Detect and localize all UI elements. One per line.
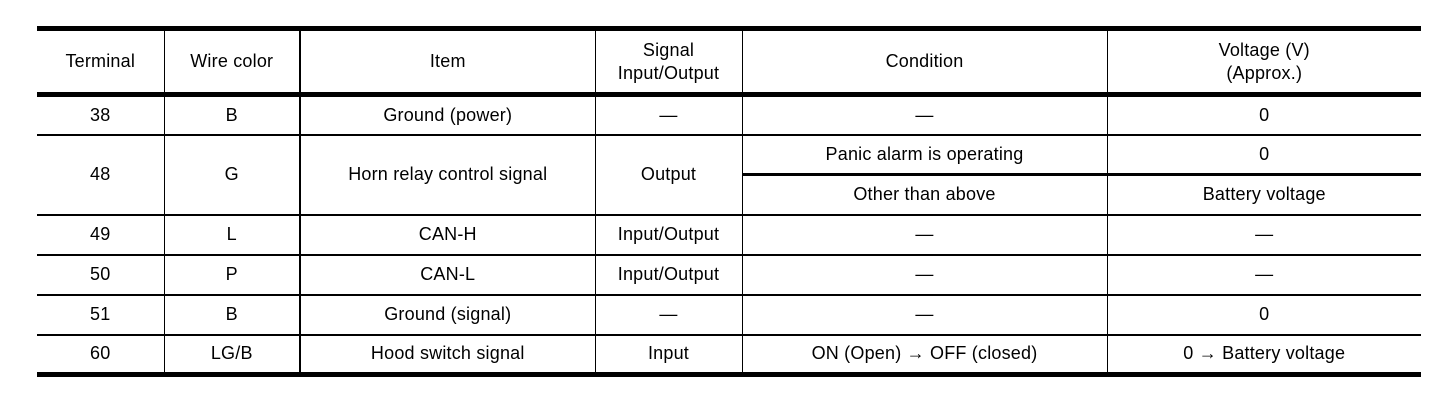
- voltage-cell: 0: [1106, 94, 1421, 135]
- voltage-header-line1: Voltage (V): [1218, 39, 1310, 60]
- column-header-terminal: Terminal: [37, 28, 164, 95]
- terminal-cell: 48: [37, 134, 164, 215]
- terminal-cell: 60: [37, 334, 164, 375]
- column-header-signal: Signal Input/Output: [594, 28, 742, 95]
- row-terminal-48: 48 G Horn relay control signal Output Pa…: [37, 134, 1421, 215]
- signal-cell: Input: [594, 334, 742, 375]
- column-header-voltage: Voltage (V) (Approx.): [1106, 28, 1421, 95]
- row-terminal-49: 49 L CAN-H Input/Output — —: [37, 214, 1421, 255]
- item-cell: Ground (signal): [299, 294, 595, 335]
- row-terminal-51: 51 B Ground (signal) — — 0: [37, 294, 1421, 335]
- voltage-cell: 0: [1106, 294, 1421, 335]
- signal-header-line2: Input/Output: [617, 62, 720, 83]
- condition-cell: —: [741, 254, 1107, 295]
- item-cell: CAN-H: [299, 214, 595, 255]
- column-header-condition: Condition: [741, 28, 1107, 95]
- voltage-cell: Battery voltage: [1106, 174, 1421, 215]
- item-cell: Horn relay control signal: [299, 134, 595, 215]
- row-terminal-48-sub: Other than above Battery voltage: [37, 174, 1421, 215]
- terminal-signal-table: Terminal Wire color Item Signal Input/Ou…: [37, 26, 1421, 377]
- voltage-cell: 0: [1106, 134, 1421, 175]
- row-terminal-60: 60 LG/B Hood switch signal Input ON (Ope…: [37, 334, 1421, 375]
- wire-color-cell: B: [163, 94, 300, 135]
- terminal-cell: 51: [37, 294, 164, 335]
- row-terminal-38: 38 B Ground (power) — — 0: [37, 94, 1421, 135]
- wire-color-cell: L: [163, 214, 300, 255]
- signal-cell: —: [594, 294, 742, 335]
- wire-color-cell: P: [163, 254, 300, 295]
- voltage-header-line2: (Approx.): [1226, 62, 1303, 83]
- column-header-item: Item: [299, 28, 595, 95]
- wire-color-cell: LG/B: [163, 334, 300, 375]
- voltage-cell: —: [1106, 214, 1421, 255]
- wire-color-cell: G: [163, 134, 300, 215]
- terminal-cell: 50: [37, 254, 164, 295]
- signal-cell: Input/Output: [594, 214, 742, 255]
- wire-color-cell: B: [163, 294, 300, 335]
- signal-header-line1: Signal: [642, 39, 695, 60]
- condition-cell: ON (Open) → OFF (closed): [741, 334, 1107, 375]
- item-cell: Hood switch signal: [299, 334, 595, 375]
- condition-cell: Panic alarm is operating: [741, 134, 1107, 175]
- terminal-cell: 49: [37, 214, 164, 255]
- signal-cell: —: [594, 94, 742, 135]
- condition-cell: —: [741, 294, 1107, 335]
- item-cell: Ground (power): [299, 94, 595, 135]
- terminal-cell: 38: [37, 94, 164, 135]
- item-cell: CAN-L: [299, 254, 595, 295]
- row-terminal-50: 50 P CAN-L Input/Output — —: [37, 254, 1421, 295]
- column-header-wire-color: Wire color: [163, 28, 300, 95]
- signal-cell: Output: [594, 134, 742, 215]
- voltage-cell: 0 → Battery voltage: [1106, 334, 1421, 375]
- voltage-cell: —: [1106, 254, 1421, 295]
- condition-cell: —: [741, 94, 1107, 135]
- header-row: Terminal Wire color Item Signal Input/Ou…: [37, 28, 1421, 95]
- signal-cell: Input/Output: [594, 254, 742, 295]
- condition-cell: —: [741, 214, 1107, 255]
- condition-cell: Other than above: [741, 174, 1107, 215]
